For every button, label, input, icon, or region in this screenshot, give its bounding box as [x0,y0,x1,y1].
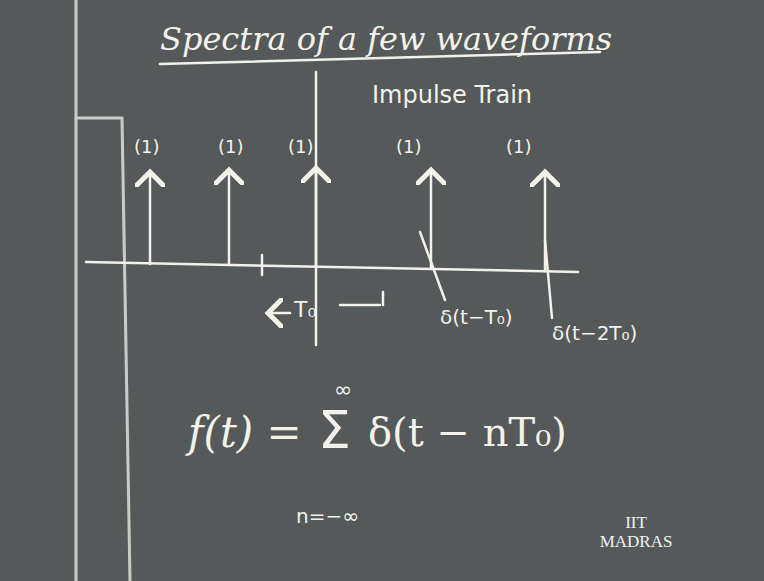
watermark: IIT MADRAS [596,514,676,551]
period-label: T₀ [294,298,316,322]
weight-label: (1) [506,137,532,157]
weight-label: (1) [288,137,314,157]
equation-part: δ(t − nT₀) [368,410,567,454]
weight-label: (1) [134,137,160,157]
equation-part: f(t) = [188,410,302,456]
sum-symbol: Σ [318,402,351,459]
sum-limit: n=−∞ [296,505,359,527]
heading-label: Impulse Train [372,82,532,108]
weight-label: (1) [218,137,244,157]
sum-limit: ∞ [334,378,352,402]
title: Spectra of a few waveforms [160,22,612,57]
impulse-label: δ(t−T₀) [440,306,513,328]
weight-label: (1) [396,137,422,157]
impulse-label: δ(t−2T₀) [552,322,637,344]
